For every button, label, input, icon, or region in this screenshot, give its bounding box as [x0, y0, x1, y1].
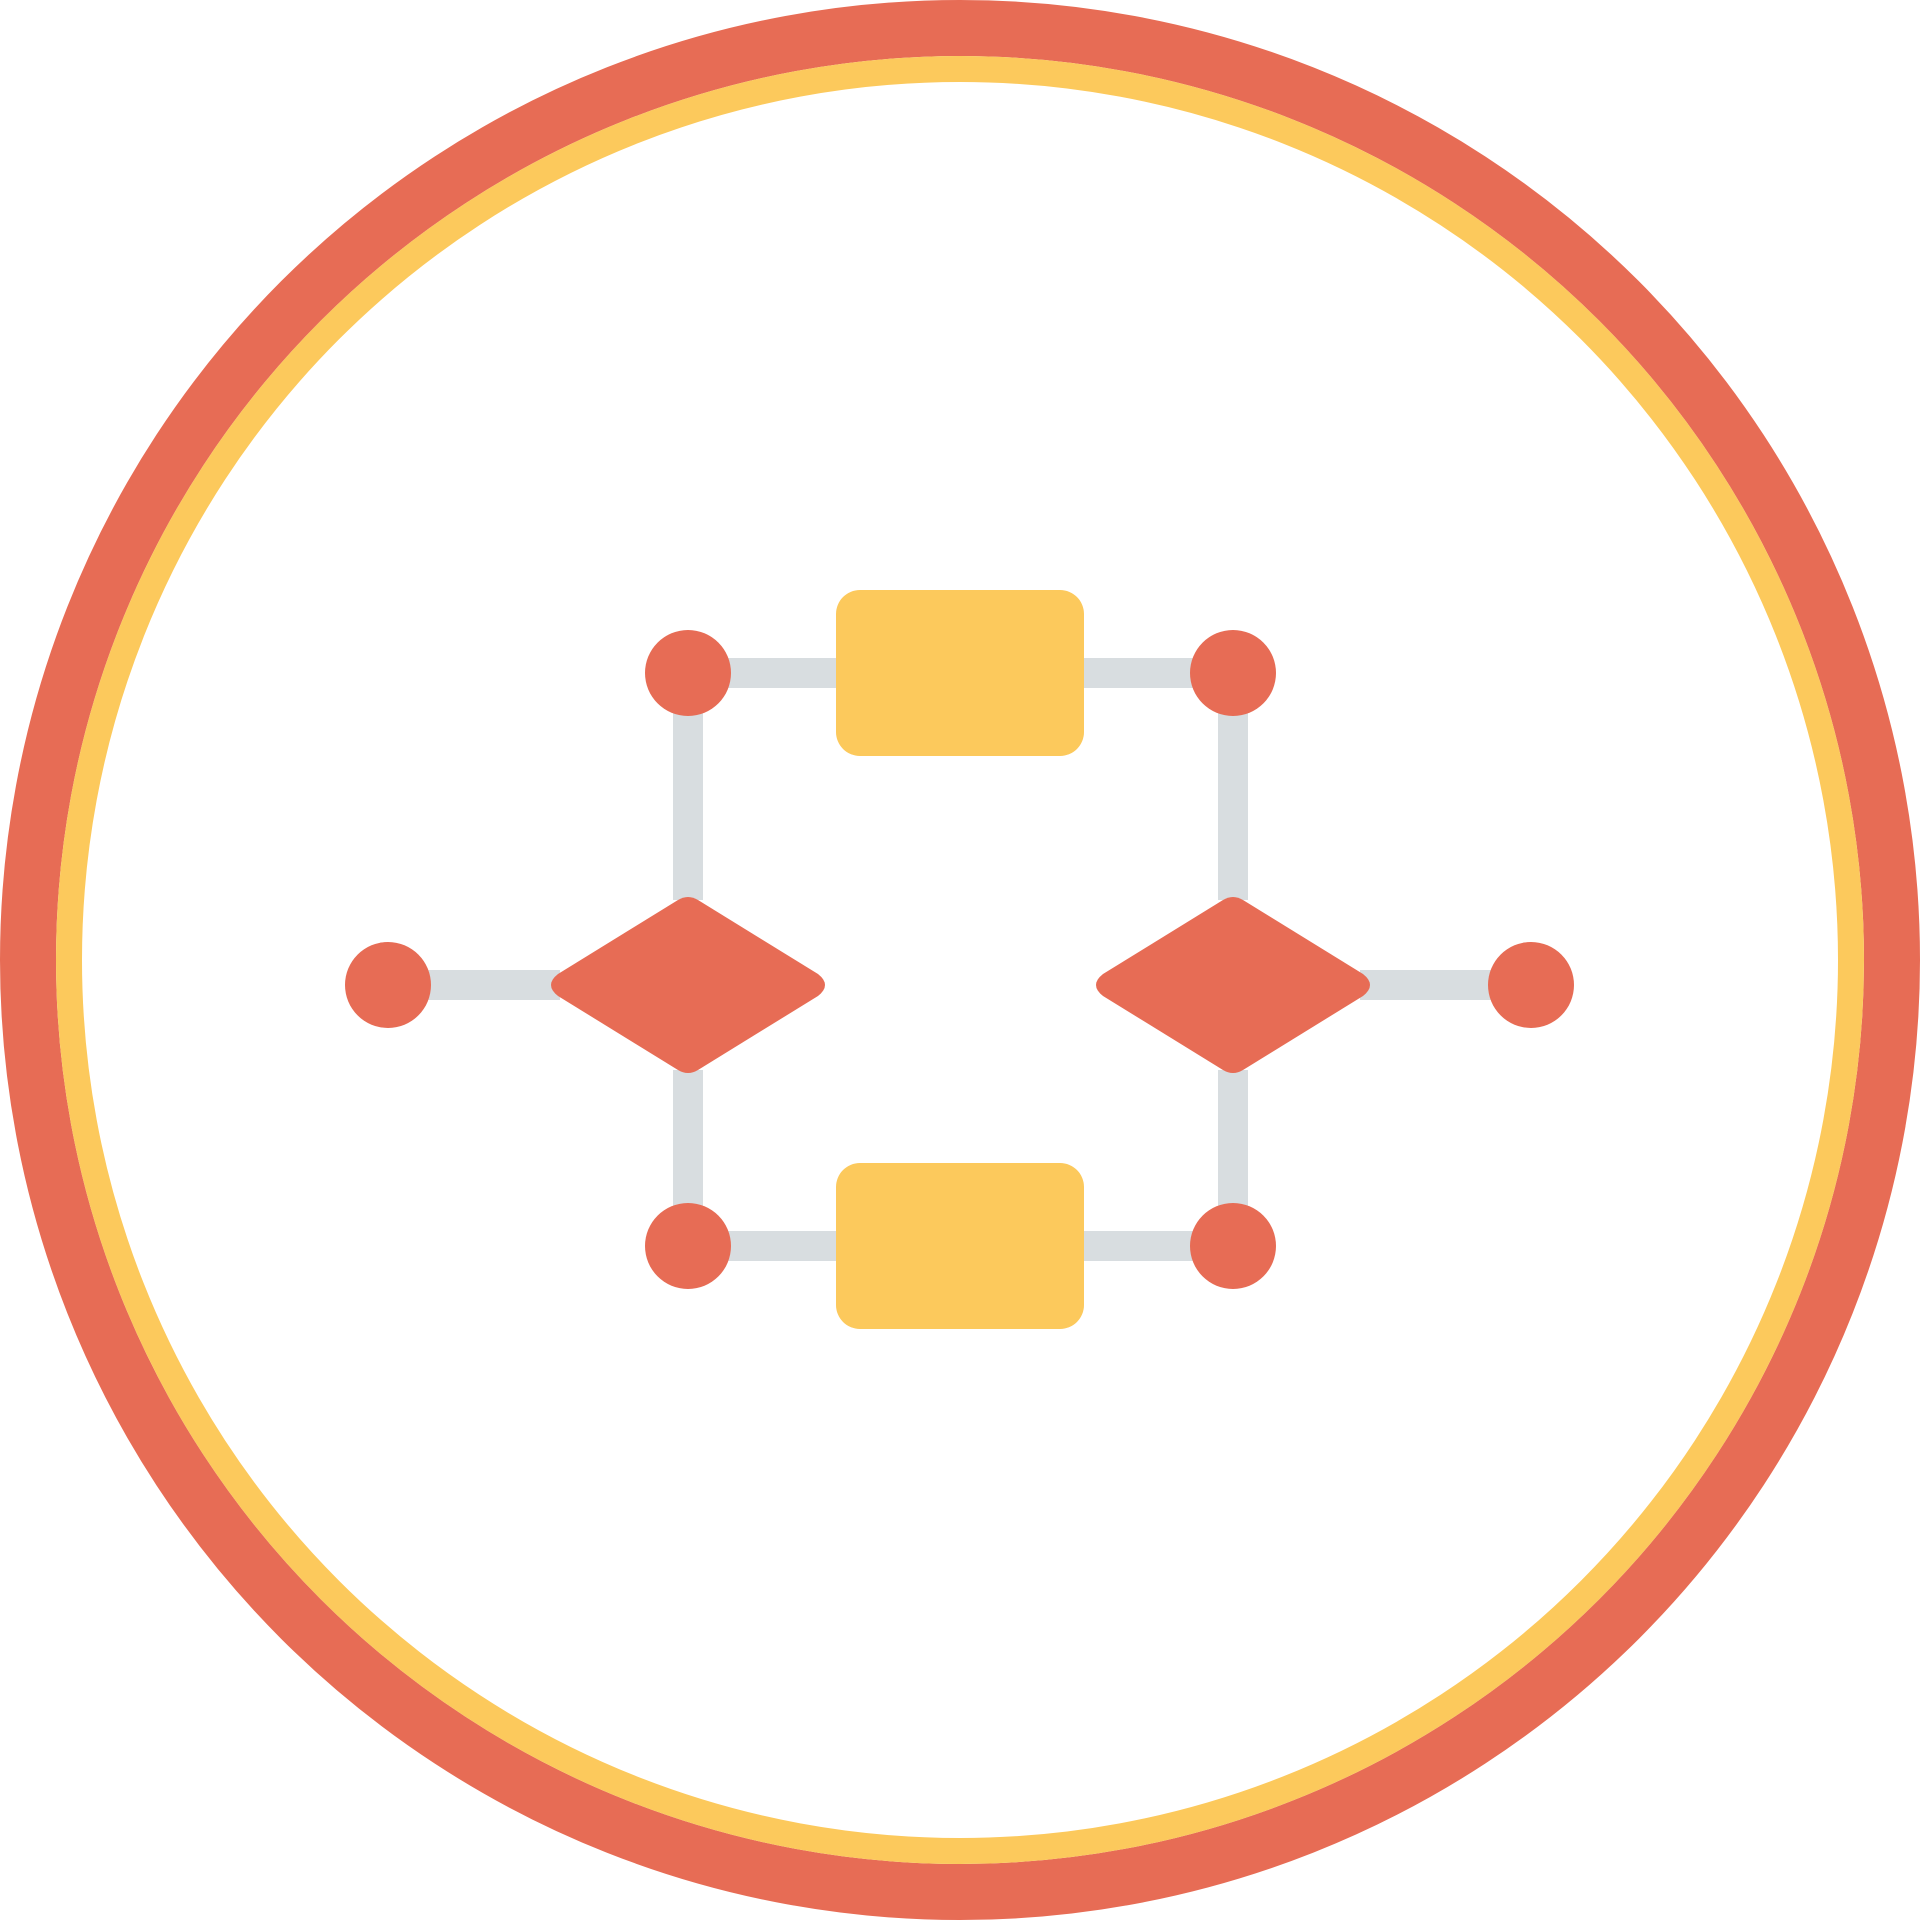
node-top-right — [1190, 630, 1276, 716]
node-left — [345, 942, 431, 1028]
decision-diamond-left — [551, 897, 825, 1073]
node-right — [1488, 942, 1574, 1028]
node-bottom-right — [1190, 1203, 1276, 1289]
nodes — [345, 630, 1574, 1289]
node-bottom-left — [645, 1203, 731, 1289]
process-block-top — [836, 590, 1084, 756]
process-block-bottom — [836, 1163, 1084, 1329]
inner-ring — [56, 56, 1864, 1864]
decision-diamond-right — [1096, 897, 1370, 1073]
node-top-left — [645, 630, 731, 716]
connector-lines — [388, 658, 1531, 1261]
